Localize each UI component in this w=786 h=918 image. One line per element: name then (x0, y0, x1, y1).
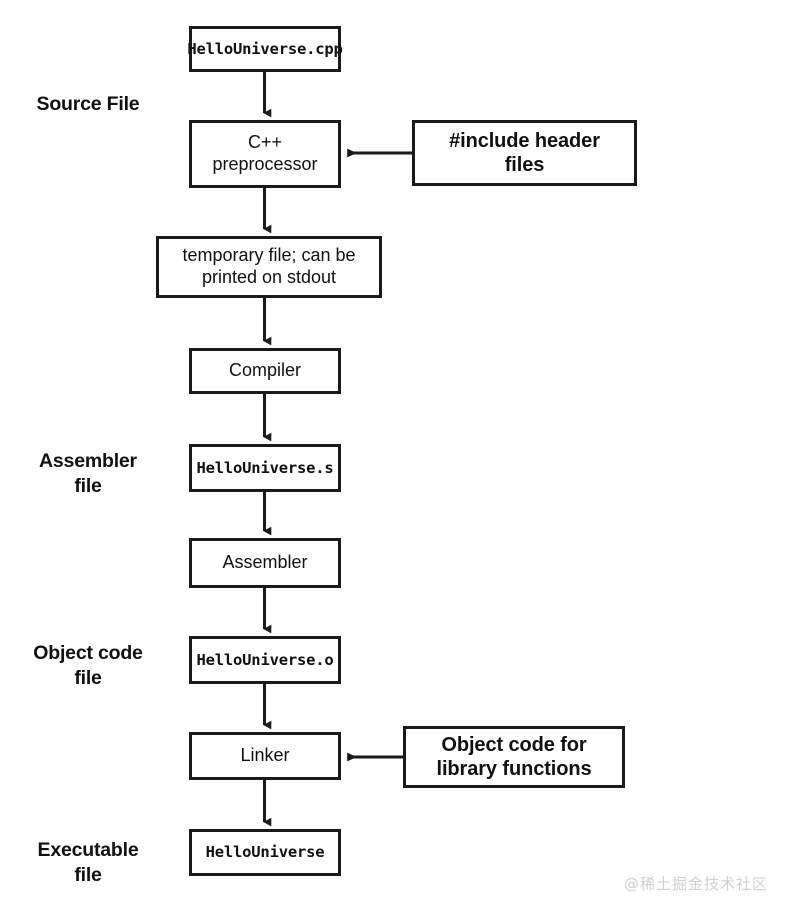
node-cpp-preprocessor-line2: preprocessor (212, 154, 318, 174)
watermark-text: @稀土掘金技术社区 (623, 875, 768, 893)
stage-label-assembler-file-line2: file (74, 474, 102, 497)
stage-label-object-code-file-line1: Object code (33, 642, 143, 664)
stage-label-source-file: Source File (8, 92, 168, 117)
node-hellouniverse-label: HelloUniverse (205, 843, 325, 862)
note-include-header-files-line2: files (504, 154, 545, 176)
node-linker[interactable]: Linker (189, 732, 341, 780)
stage-label-executable-file-line2: file (74, 863, 102, 886)
stage-label-object-code-file-line2: file (74, 666, 102, 689)
stage-label-assembler-file-line1: Assembler (39, 450, 137, 472)
stage-label-source-file-line1: Source File (36, 93, 140, 115)
stage-label-object-code-file: Object code file (8, 641, 168, 691)
node-assembler[interactable]: Assembler (189, 538, 341, 588)
node-hellouniverse-cpp-label: HelloUniverse.cpp (187, 39, 343, 58)
node-assembler-label: Assembler (222, 552, 308, 573)
node-compiler[interactable]: Compiler (189, 348, 341, 394)
stage-label-executable-file: Executable file (8, 838, 168, 888)
note-include-header-files-line1: #include header (449, 129, 600, 152)
note-include-header-files[interactable]: #include header files (412, 120, 637, 186)
node-temporary-file[interactable]: temporary file; can be printed on stdout (156, 236, 382, 298)
node-compiler-label: Compiler (228, 360, 302, 381)
node-hellouniverse-o[interactable]: HelloUniverse.o (189, 636, 341, 684)
node-hellouniverse-s[interactable]: HelloUniverse.s (189, 444, 341, 492)
node-hellouniverse-s-label: HelloUniverse.s (196, 458, 334, 477)
node-temporary-file-line1: temporary file; can be (182, 245, 356, 266)
node-cpp-preprocessor[interactable]: C++ preprocessor (189, 120, 341, 188)
stage-label-assembler-file: Assembler file (8, 449, 168, 499)
node-hellouniverse-o-label: HelloUniverse.o (196, 650, 334, 669)
note-object-code-library-line1: Object code for (441, 733, 587, 756)
node-cpp-preprocessor-line1: C++ (247, 132, 283, 153)
note-object-code-library[interactable]: Object code for library functions (403, 726, 625, 788)
stage-label-executable-file-line1: Executable (37, 839, 139, 861)
note-object-code-library-line2: library functions (436, 758, 592, 780)
node-linker-label: Linker (240, 745, 290, 766)
node-temporary-file-line2: printed on stdout (201, 267, 337, 287)
node-hellouniverse[interactable]: HelloUniverse (189, 829, 341, 876)
node-hellouniverse-cpp[interactable]: HelloUniverse.cpp (187, 26, 343, 72)
